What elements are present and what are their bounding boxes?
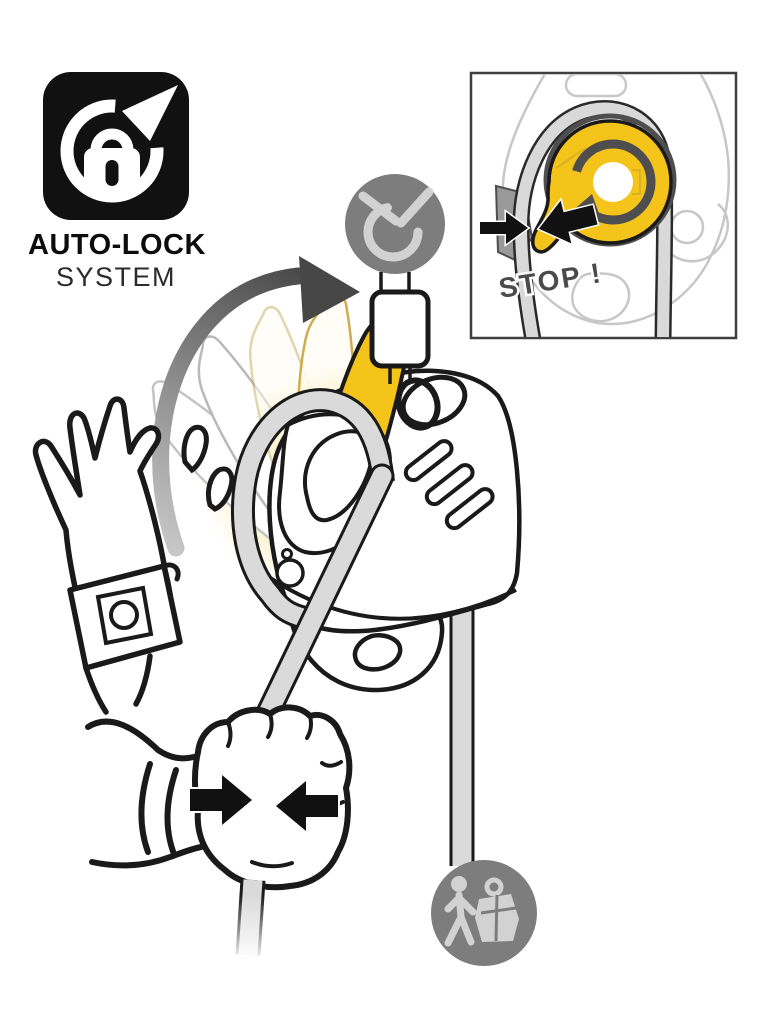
lock-shackle bbox=[90, 128, 134, 151]
cam-pinch-arrow-icon bbox=[536, 197, 600, 246]
anchor-icon bbox=[358, 187, 434, 262]
cam-detail-lines bbox=[555, 147, 641, 195]
open-hand bbox=[32, 396, 235, 715]
brake-hand-sleeve bbox=[85, 718, 204, 869]
grip-arrow-right bbox=[272, 776, 340, 836]
brake-hand bbox=[85, 704, 353, 891]
cam-rotation-arrow bbox=[570, 139, 656, 225]
handle-motion-arrowhead bbox=[299, 256, 360, 323]
brake-rope bbox=[240, 463, 395, 757]
device-sideplate-edge bbox=[261, 571, 517, 621]
device-button bbox=[275, 558, 305, 588]
brake-hand-fist bbox=[192, 704, 353, 891]
cam-axle-hole bbox=[593, 162, 633, 202]
grip-arrow-left bbox=[188, 770, 256, 830]
badge-subtitle: SYSTEM bbox=[55, 262, 177, 292]
brake-rope-tail bbox=[228, 879, 276, 965]
device-lower-hole bbox=[352, 632, 403, 672]
grip-arrows bbox=[188, 770, 340, 836]
load-pictogram bbox=[431, 860, 537, 966]
connector-body bbox=[369, 289, 431, 369]
open-hand-finger-2 bbox=[205, 466, 235, 512]
auto-lock-badge: AUTO-LOCK SYSTEM bbox=[28, 71, 206, 293]
device-faint-outline bbox=[501, 74, 731, 326]
load-bag-icon bbox=[475, 877, 519, 942]
push-arrow-icon bbox=[478, 209, 531, 247]
auto-lock-icon bbox=[43, 72, 189, 220]
rope-loop bbox=[231, 388, 395, 630]
rotation-arrowhead bbox=[122, 85, 178, 141]
handle-motion-arrow bbox=[152, 256, 360, 557]
inset-panel: STOP ! bbox=[469, 71, 738, 340]
connector-ring bbox=[395, 377, 441, 431]
open-hand-finger-1 bbox=[181, 424, 209, 474]
lock-keyhole bbox=[105, 160, 119, 186]
wrist-cuff bbox=[67, 562, 183, 715]
device-vent-slots bbox=[403, 439, 495, 531]
badge-title: AUTO-LOCK bbox=[28, 229, 206, 261]
worker-icon bbox=[444, 876, 477, 947]
connector bbox=[369, 289, 441, 431]
anchor-pictogram bbox=[345, 174, 445, 274]
device-button-pin bbox=[281, 548, 293, 560]
